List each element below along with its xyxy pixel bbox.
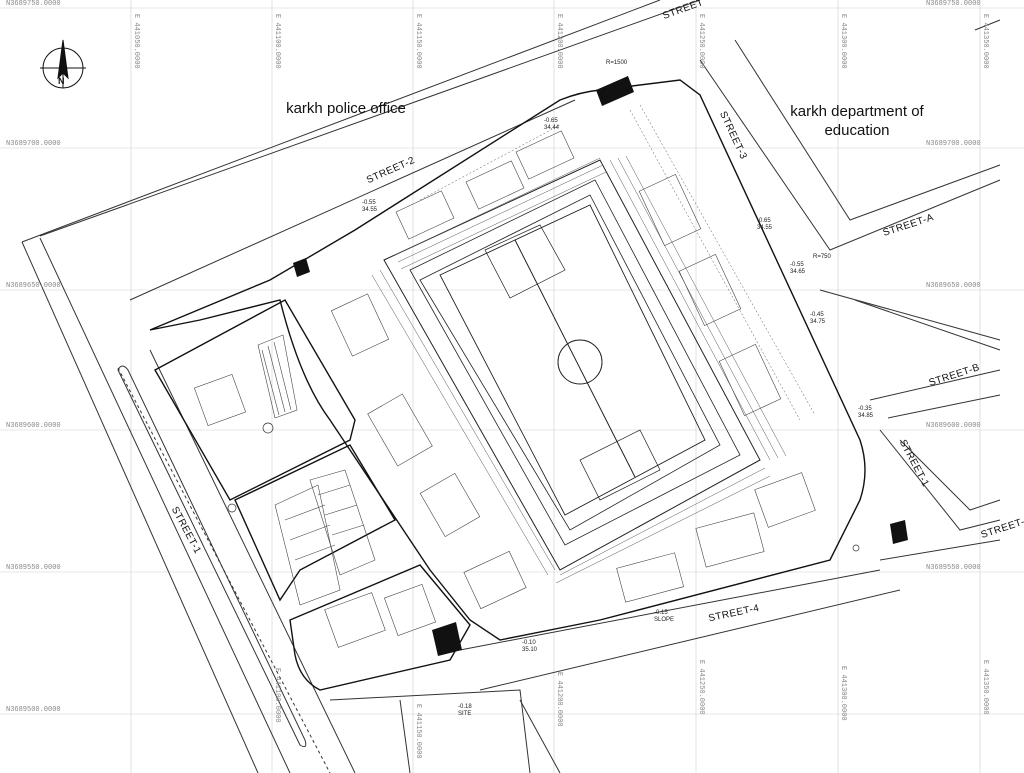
grid-north-label: N3689500.0000	[6, 706, 61, 714]
level-annotation: 34.55	[362, 207, 378, 213]
grid-north-label: N3689600.0000	[6, 422, 61, 430]
grid-east-label: E 441150.0000	[414, 14, 422, 69]
grid-north-label: N3689700.0000	[6, 140, 61, 148]
level-annotation: SITE	[458, 711, 472, 717]
level-annotation: 34.75	[810, 319, 826, 325]
level-annotation: -0.55	[362, 200, 376, 206]
grid-east-label-bottom: E 441150.0000	[414, 704, 422, 759]
level-annotation: -0.45	[810, 312, 824, 318]
level-annotation: -0.15	[654, 610, 668, 616]
markers	[227, 422, 860, 552]
north-arrow-icon	[40, 39, 86, 89]
radius-label: R=750	[813, 254, 831, 260]
road-outlines	[21, 0, 1001, 773]
level-annotation: 34.85	[858, 413, 874, 419]
karkh-police-office-label: karkh police office	[286, 100, 406, 117]
grid-east-label: E 441300.0000	[839, 14, 847, 69]
grid-north-label: N3689650.0000	[6, 282, 61, 290]
grid-north-right-label: N3689650.0000	[926, 282, 981, 290]
grid-east-label-bottom: E 441250.0000	[697, 660, 705, 715]
grid-east-label: E 441050.0000	[132, 14, 140, 69]
site-boundary	[149, 79, 866, 691]
level-annotation: -0.35	[858, 406, 872, 412]
grid-east-label: E 441350.0000	[981, 14, 989, 69]
level-annotation: -0.65	[757, 218, 771, 224]
grid-north-right-label: N3689550.0000	[926, 564, 981, 572]
grid-east-label: E 441100.0000	[273, 14, 281, 69]
karkh-education-label-line2: education	[824, 122, 890, 139]
equipment-blocks	[293, 76, 908, 656]
grid-north-right-label: N3689750.0000	[926, 0, 981, 8]
level-annotation: -0.55	[790, 262, 804, 268]
level-annotation: SLOPE	[654, 617, 675, 623]
grid-north-right-label: N3689700.0000	[926, 140, 981, 148]
karkh-education-label-line1: karkh department of	[790, 103, 924, 120]
grid-east-label-bottom: E 441300.0000	[839, 666, 847, 721]
north-letter: N	[58, 76, 65, 86]
grid-east-label-bottom: E 441200.0000	[555, 672, 563, 727]
grid-east-label: E 441250.0000	[697, 14, 705, 69]
level-annotation: -0.10	[522, 640, 536, 646]
grid-east-label-bottom: E 441100.0000	[273, 668, 281, 723]
grid-east-label: E 441200.0000	[555, 14, 563, 69]
grid-north-right-label: N3689600.0000	[926, 422, 981, 430]
level-annotation: 35.10	[522, 647, 538, 653]
seating-tiers	[371, 104, 816, 584]
level-annotation: 34.44	[544, 125, 560, 131]
level-annotation: -0.18	[458, 704, 472, 710]
level-annotation: 34.65	[790, 269, 806, 275]
grid-east-label-bottom: E 441350.0000	[981, 660, 989, 715]
grid-north-label: N3689550.0000	[6, 564, 61, 572]
level-annotation: -0.65	[544, 118, 558, 124]
stadium	[383, 159, 761, 571]
building-details	[193, 130, 816, 648]
radius-label: R=1500	[606, 60, 628, 66]
grid-north-label: N3689750.0000	[6, 0, 61, 8]
level-annotation: 34.55	[757, 225, 773, 231]
